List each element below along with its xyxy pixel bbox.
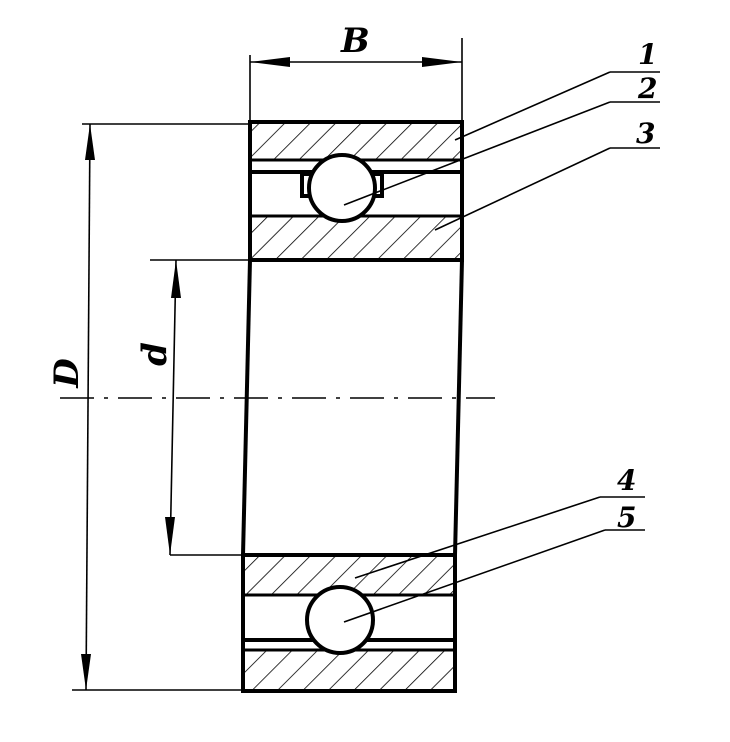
- b-arrow-right: [422, 57, 462, 67]
- lower-ball: [305, 585, 375, 655]
- lower-outer-ring: [241, 648, 457, 693]
- callout-1-leader: [454, 71, 611, 141]
- upper-inner-ring: [248, 214, 464, 262]
- callout-4-label: 4: [617, 464, 636, 497]
- bore-left-edge: [241, 259, 252, 556]
- upper-cage-right: [372, 172, 384, 198]
- bore-diameter-label: d: [135, 342, 175, 366]
- outer-diameter-label: D: [47, 358, 87, 389]
- bore-arrow-bottom: [165, 517, 175, 555]
- callout-5-label: 5: [617, 501, 636, 534]
- callout-3-label: 3: [636, 117, 655, 150]
- d-outer-arrow-bottom: [81, 654, 91, 690]
- upper-outer-ring: [248, 120, 464, 162]
- bore-arrow-top: [171, 260, 181, 298]
- width-dimension-label: B: [340, 21, 370, 61]
- callout-1-label: 1: [638, 38, 657, 71]
- bore-diameter-dimension-line: [169, 259, 177, 556]
- callout-2-label: 2: [637, 72, 657, 105]
- callout-5-leader: [343, 529, 606, 623]
- bore-right-edge: [453, 259, 464, 556]
- callout-3-leader: [434, 147, 611, 231]
- d-outer-arrow-top: [85, 124, 95, 160]
- callout-4-leader: [354, 496, 601, 579]
- b-arrow-left: [250, 57, 290, 67]
- outer-diameter-dimension-line: [85, 123, 91, 691]
- upper-ball: [307, 153, 377, 223]
- upper-cage-left: [300, 172, 312, 198]
- callout-2-leader: [343, 101, 611, 206]
